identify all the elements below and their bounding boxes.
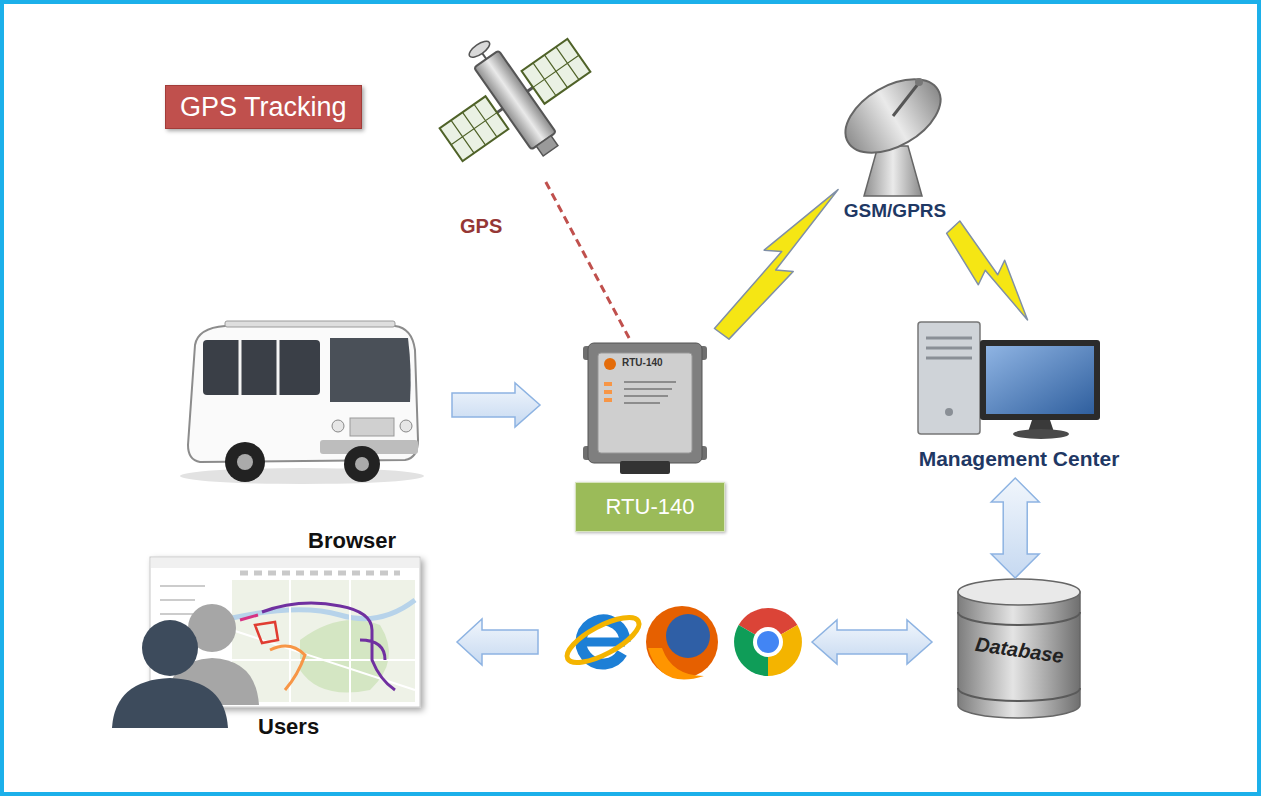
users-label: Users (258, 714, 319, 740)
panel-grid (522, 39, 591, 104)
person-body (112, 678, 228, 728)
bus-windows (203, 340, 320, 395)
wireless-bolt (714, 190, 838, 340)
device-logo (604, 358, 616, 370)
map-roads (232, 580, 415, 702)
computer-tower (918, 322, 980, 434)
device-face (598, 353, 692, 453)
chrome-logo (734, 608, 802, 676)
device-led (604, 390, 612, 394)
node-text: Browser (308, 528, 396, 554)
device-connector (620, 461, 670, 474)
browser-node: Browser (150, 526, 422, 712)
title-tag: GPS Tracking (165, 85, 362, 129)
device-illustration (583, 343, 707, 474)
firefox-globe (666, 614, 710, 658)
bus-wheel (225, 442, 265, 482)
cylinder-ring (958, 612, 1080, 625)
database-cylinder (958, 579, 1080, 718)
cylinder-top (958, 579, 1080, 605)
node-text: GPS Tracking (180, 91, 347, 123)
antenna-icon (833, 64, 953, 196)
node-text: RTU-140 (575, 482, 726, 532)
node-text: GSM/GPRS (844, 200, 946, 223)
device-print: RTU-140 (622, 357, 663, 369)
cylinder-body (958, 592, 1080, 718)
solar-panel (522, 39, 591, 104)
computer-illustration (918, 322, 1100, 439)
route-line (240, 615, 258, 620)
device-node: RTU-140 (570, 338, 731, 535)
antenna-node: GSM/GPRS (835, 72, 955, 227)
device-led (604, 398, 612, 402)
flow-arrow (457, 619, 538, 665)
bus-headlight (400, 420, 412, 432)
firefox-fox (646, 606, 718, 678)
database-node: Database (955, 578, 1083, 720)
satellite-body (474, 50, 556, 149)
route-line (255, 622, 278, 643)
person-head (142, 620, 198, 676)
device-housing (588, 343, 702, 463)
window-pillars (240, 340, 278, 395)
bus-illustration (180, 321, 424, 484)
screenshot-toolbar (240, 571, 400, 576)
ie-logo (561, 609, 645, 671)
bus-roof (225, 321, 395, 327)
chrome-ring (753, 627, 783, 657)
satellite-dish (467, 38, 492, 60)
bus-hub (237, 454, 253, 470)
solar-panel (440, 96, 509, 161)
double-arrow (991, 478, 1039, 578)
drive-bays (926, 338, 972, 358)
node-text: GPS (460, 214, 502, 238)
node-text: Management Center (919, 446, 1120, 471)
antenna-feed (893, 84, 918, 116)
monitor-frame (980, 340, 1100, 420)
wireless-bolt (947, 221, 1028, 320)
satellite-base (536, 136, 558, 156)
satellite-icon (413, 0, 615, 195)
cylinder-ring (958, 688, 1080, 701)
monitor-base (1013, 429, 1069, 439)
chrome-center (757, 631, 779, 653)
map-area (232, 580, 415, 702)
firefox-tail (648, 648, 704, 680)
route-line (270, 646, 305, 690)
panel-grid (440, 96, 509, 161)
antenna-dish (833, 64, 953, 168)
bus-body (188, 326, 418, 462)
device-print-lines (624, 382, 676, 403)
server-node: Management Center (894, 318, 1144, 478)
bus-windshield (330, 338, 411, 402)
node-text: Database (973, 632, 1064, 668)
flow-arrow (452, 383, 540, 427)
users-icon (112, 604, 259, 728)
ie-orbit (561, 609, 645, 671)
bus-grille (350, 418, 394, 436)
antenna-horn (915, 78, 923, 86)
satellite-node: GPS (445, 22, 585, 182)
gps-signal-line (546, 182, 629, 338)
bus-wheel (344, 446, 380, 482)
monitor-screen (986, 346, 1094, 414)
firefox-logo (646, 606, 718, 680)
device-led (604, 382, 612, 386)
route-line (262, 603, 395, 690)
screenshot-header (151, 558, 419, 568)
power-button (945, 408, 953, 416)
bus-headlight (332, 420, 344, 432)
flow-arrow (812, 620, 932, 664)
bus-shadow (180, 468, 424, 484)
bus-hub (355, 457, 369, 471)
